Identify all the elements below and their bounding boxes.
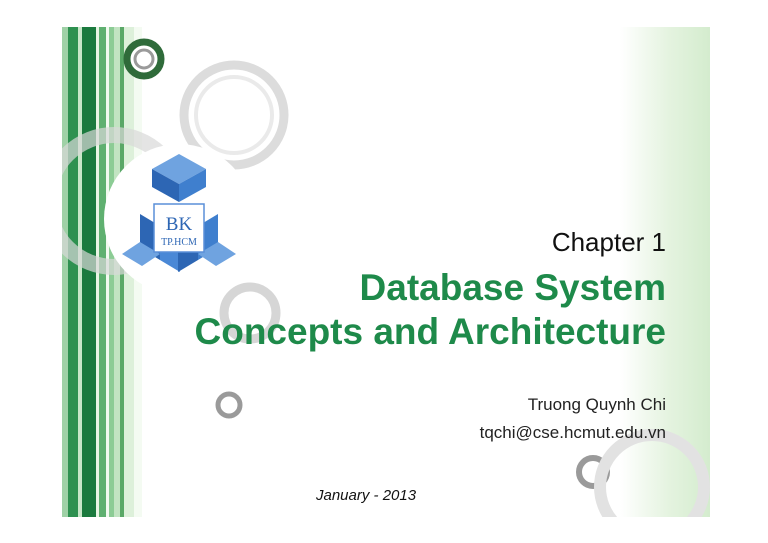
logo-text-city: TP.HCM [161, 237, 197, 248]
title-line-1: Database System [359, 267, 666, 308]
title-slide: BK TP.HCM Chapter 1 Database System Conc… [62, 27, 710, 517]
presentation-date: January - 2013 [316, 487, 417, 504]
slide-title: Database System Concepts and Architectur… [195, 266, 667, 354]
university-logo: BK TP.HCM [102, 142, 257, 297]
chapter-label: Chapter 1 [551, 227, 666, 257]
logo-text-bk: BK [166, 214, 193, 235]
title-line-2: Concepts and Architecture [194, 311, 667, 352]
author-email: tqchi@cse.hcmut.edu.vn [479, 423, 666, 442]
author-name: Truong Quynh Chi [527, 395, 666, 414]
